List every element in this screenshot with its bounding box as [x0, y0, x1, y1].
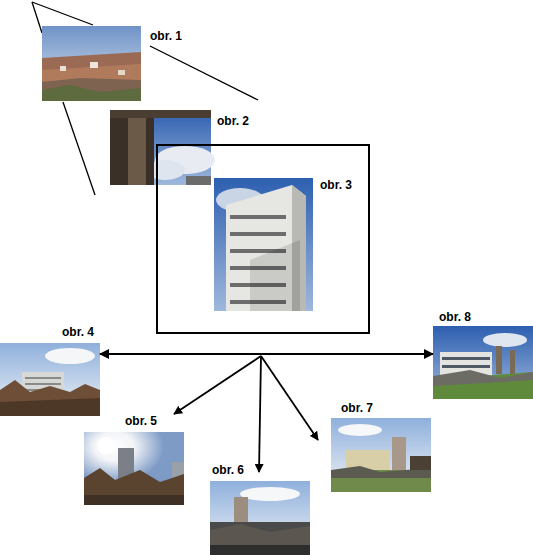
- photo-node: obr. 5: [84, 432, 184, 505]
- photo-caption: obr. 5: [124, 414, 158, 428]
- photo-node: obr. 1: [42, 26, 141, 101]
- photo-node: obr. 7: [331, 418, 431, 492]
- photo-caption: obr. 3: [319, 178, 353, 192]
- photo-6: [210, 481, 310, 555]
- photo-7: [331, 418, 431, 492]
- photo-caption: obr. 2: [216, 114, 250, 128]
- photo-node: obr. 4: [0, 343, 100, 416]
- photo-4: [0, 343, 100, 416]
- photo-1: [42, 26, 141, 101]
- photo-caption: obr. 4: [61, 325, 95, 339]
- photo-2: [110, 110, 215, 185]
- photo-node: obr. 2: [110, 110, 211, 185]
- photo-caption: obr. 8: [438, 310, 472, 324]
- photo-3: [214, 178, 313, 311]
- photo-caption: obr. 6: [211, 463, 245, 477]
- photo-caption: obr. 1: [149, 29, 183, 43]
- photo-caption: obr. 7: [340, 401, 374, 415]
- photo-node: obr. 8: [433, 326, 533, 399]
- view-lines: [32, 2, 258, 195]
- photo-5: [84, 432, 184, 505]
- photo-node: obr. 6: [210, 481, 310, 555]
- photo-8: [433, 326, 533, 399]
- frame-rect: [157, 145, 369, 333]
- fan-arrows: [174, 356, 318, 472]
- photo-node: obr. 3: [214, 178, 313, 311]
- connector-arrow: [100, 353, 433, 355]
